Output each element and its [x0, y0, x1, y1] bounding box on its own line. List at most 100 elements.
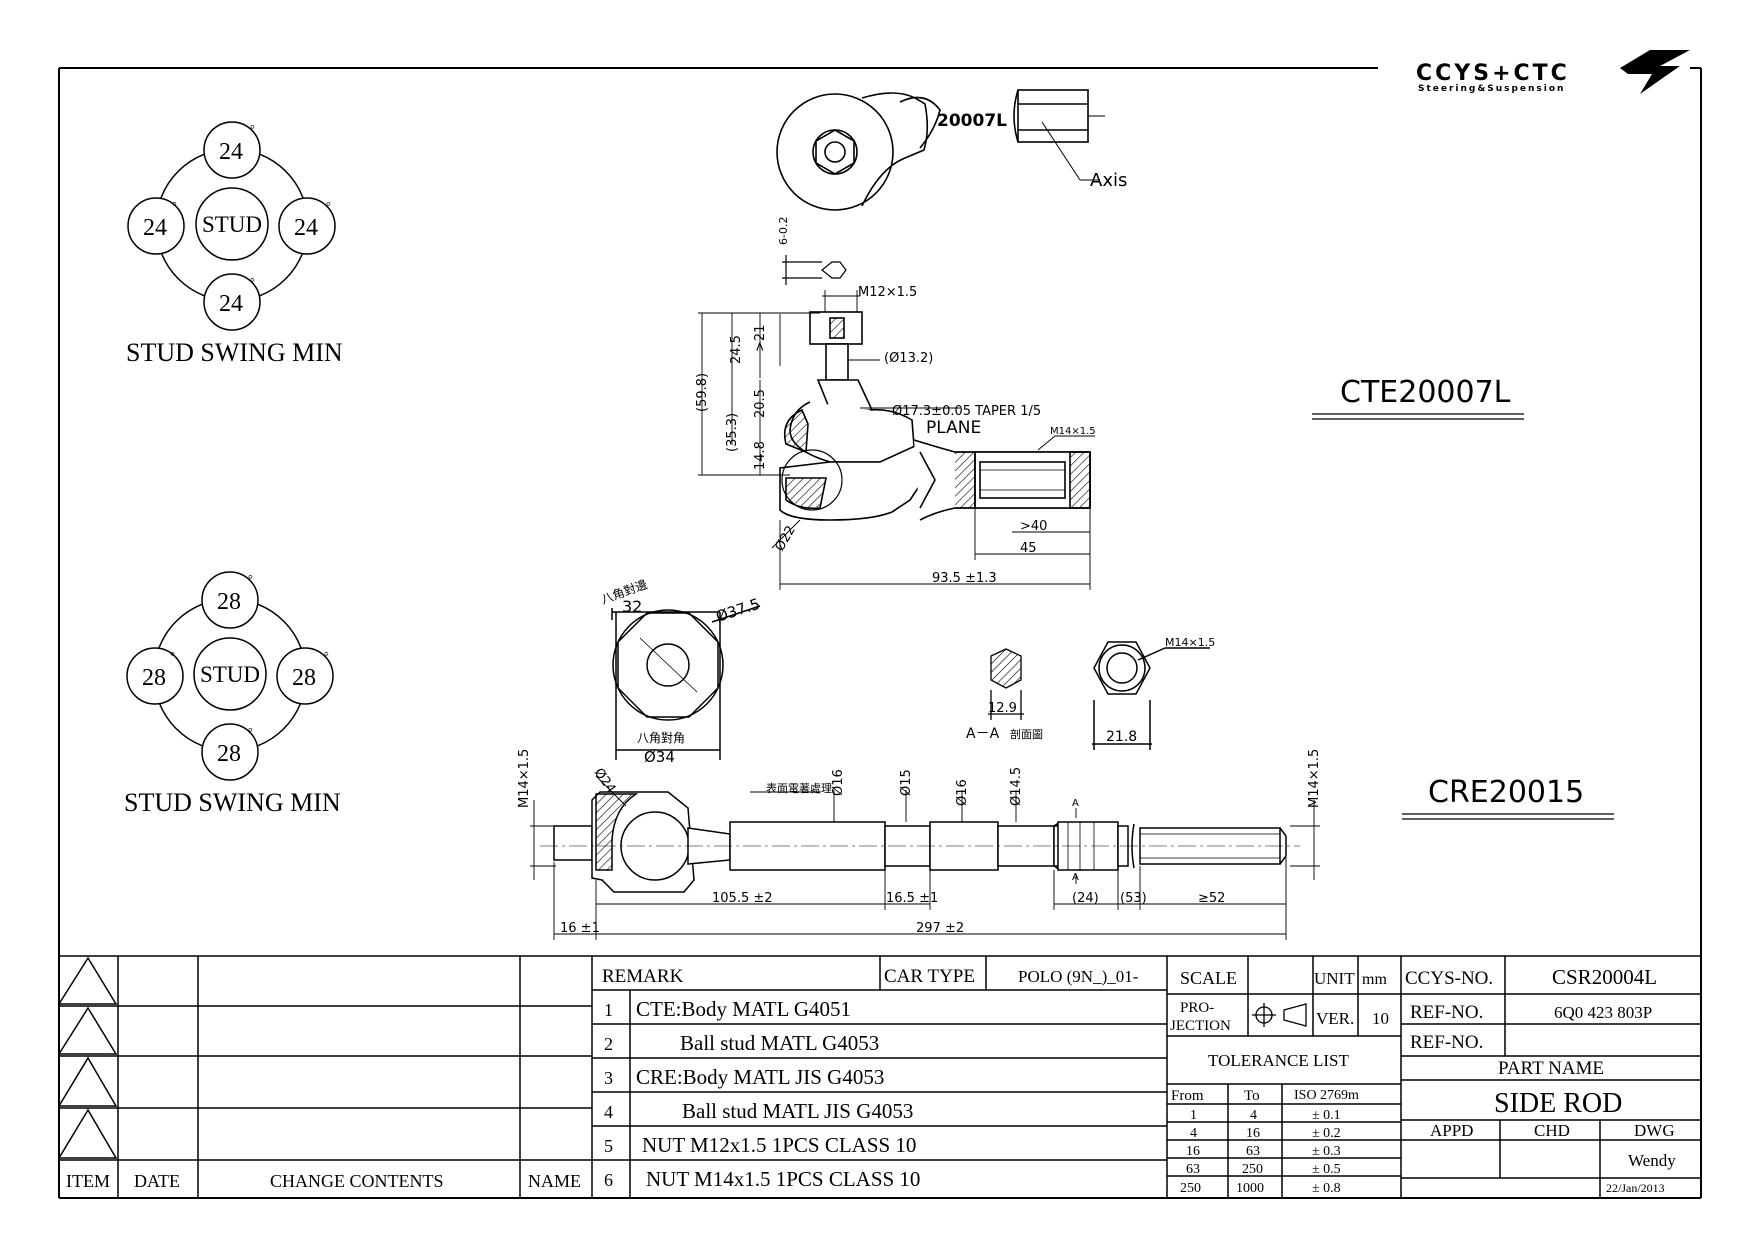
swing-top-caption: STUD SWING MIN [126, 338, 343, 367]
cte-dim-353: (35.3) [725, 413, 740, 452]
tol-from: 63 [1186, 1162, 1200, 1177]
cre-label-block: CRE20015 [1402, 775, 1614, 820]
cre-oct-corners-cn: 八角對角 [637, 731, 685, 745]
car-type-label: CAR TYPE [884, 966, 975, 987]
tol-from: 4 [1190, 1126, 1197, 1141]
title-block-lines [58, 955, 1701, 1198]
cre-section-aa [988, 648, 1024, 720]
svg-text:°: ° [324, 649, 329, 663]
remark-no: 5 [604, 1136, 613, 1156]
car-type-value: POLO (9N_)_01- [1018, 967, 1139, 986]
svg-text:°: ° [170, 649, 175, 663]
cre-dim-m14-left: M14×1.5 [517, 749, 532, 808]
appd-label: APPD [1430, 1121, 1473, 1140]
cte-dim-taper: Ø17.3±0.05 TAPER 1/5 [892, 404, 1041, 419]
cte-dim-45: 45 [1020, 541, 1037, 556]
cre-dim-16: 16 ±1 [560, 921, 600, 936]
cre-dim-129: 12.9 [988, 701, 1017, 716]
cre-dim-16a: Ø16 [831, 769, 846, 796]
cre-dim-218: 21.8 [1106, 729, 1137, 745]
swing-bottom-right: 28 [292, 665, 316, 691]
logo-mark-icon [1620, 50, 1690, 94]
cte-top-view [776, 89, 1105, 211]
tol-to: 16 [1246, 1126, 1260, 1141]
stud-swing-top: 24 24 24 24 STUD ° ° ° ° STUD SWING MIN [126, 121, 343, 367]
tol-value: ± 0.2 [1312, 1126, 1341, 1141]
cre-dim-24b: (24) [1072, 891, 1099, 906]
cre-dim-53: (53) [1120, 891, 1147, 906]
rev-header-date: DATE [134, 1171, 180, 1191]
tol-value: ± 0.5 [1312, 1162, 1341, 1177]
cre-dim-1055: 105.5 ±2 [712, 891, 773, 906]
rev-header-item: ITEM [66, 1171, 110, 1191]
stud-swing-bottom: 28 28 28 28 STUD ° ° ° ° STUD SWING MIN [124, 571, 341, 817]
ver-value: 10 [1372, 1009, 1389, 1028]
cre-oct-flats: 32 [622, 597, 642, 616]
cre-dim-34: Ø34 [644, 748, 675, 766]
remark-no: 3 [604, 1068, 613, 1088]
swing-bottom-center: STUD [200, 662, 260, 687]
cte-label: CTE20007L [1340, 375, 1511, 410]
cte-dim-935: 93.5 ±1.3 [932, 571, 997, 586]
cre-side-view [540, 791, 1300, 893]
projection-symbol-icon [1252, 1003, 1307, 1027]
tolerance-table: 1 4 ± 0.1 4 16 ± 0.2 16 63 ± 0.3 63 250 … [1180, 1108, 1341, 1196]
remark-no: 1 [604, 1000, 613, 1020]
ver-label: VER. [1316, 1009, 1354, 1028]
cte-dim-hex: 6-0.2 [777, 217, 790, 245]
ref-no-label: REF-NO. [1410, 1002, 1483, 1023]
swing-bottom-caption: STUD SWING MIN [124, 788, 341, 817]
remark-text: NUT M12x1.5 1PCS CLASS 10 [642, 1133, 916, 1157]
ccys-no-value: CSR20004L [1552, 965, 1657, 989]
cre-dim-375: Ø37.5 [714, 595, 763, 626]
projection-label-a: PRO- [1180, 1000, 1214, 1016]
logo-brand: CCYS+CTC [1416, 61, 1570, 86]
svg-text:°: ° [248, 572, 253, 586]
dwg-label: DWG [1634, 1121, 1675, 1140]
cre-nut-thread: M14×1.5 [1165, 636, 1215, 649]
svg-text:°: ° [250, 275, 255, 289]
cre-dim-52: ≥52 [1198, 891, 1225, 906]
cte-label-block: CTE20007L [1312, 375, 1524, 420]
remark-text: CTE:Body MATL G4051 [636, 997, 851, 1021]
tol-from: 1 [1190, 1108, 1197, 1123]
projection-label-b: JECTION [1170, 1018, 1231, 1034]
cte-dim-22: Ø22 [772, 523, 798, 554]
scale-label: SCALE [1180, 968, 1237, 988]
cte-dim-205: 20.5 [753, 389, 768, 418]
cre-dim-15: Ø15 [899, 769, 914, 796]
cte-dim-21: >21 [753, 325, 768, 352]
tol-value: ± 0.3 [1312, 1144, 1341, 1159]
cre-label: CRE20015 [1428, 775, 1584, 810]
swing-top-center: STUD [202, 212, 262, 237]
cte-dim-245: 24.5 [729, 335, 744, 364]
tol-header-iso: ISO 2769m [1294, 1088, 1359, 1103]
svg-text:°: ° [248, 725, 253, 739]
tol-value: ± 0.8 [1312, 1181, 1341, 1196]
cte-dimension-lines [698, 290, 1095, 590]
unit-label: UNIT [1314, 969, 1355, 988]
cte-hex-detail [782, 255, 847, 285]
company-logo: CCYS+CTC Steering&Suspension [1416, 50, 1690, 94]
unit-value: mm [1362, 971, 1387, 988]
tol-to: 1000 [1236, 1181, 1264, 1196]
remark-text: NUT M14x1.5 1PCS CLASS 10 [646, 1167, 920, 1191]
tol-to: 250 [1242, 1162, 1263, 1177]
tol-to: 63 [1246, 1144, 1260, 1159]
swing-bottom-left: 28 [142, 665, 166, 691]
cre-dimension-lines [530, 775, 1320, 940]
swing-top-bottom: 24 [219, 291, 243, 317]
tol-from: 250 [1180, 1181, 1201, 1196]
rev-header-contents: CHANGE CONTENTS [270, 1171, 444, 1191]
cre-octagon-view [611, 605, 761, 760]
tol-value: ± 0.1 [1312, 1108, 1341, 1123]
swing-top-top: 24 [219, 139, 243, 165]
svg-text:°: ° [172, 199, 177, 213]
tol-to: 4 [1250, 1108, 1257, 1123]
tolerance-title: TOLERANCE LIST [1208, 1051, 1349, 1070]
cte-dim-132: (Ø13.2) [884, 351, 933, 366]
cte-dim-plane: PLANE [926, 418, 981, 438]
remark-text: Ball stud MATL JIS G4053 [682, 1099, 913, 1123]
cre-plating-note: 表面電著處理 [766, 781, 832, 795]
